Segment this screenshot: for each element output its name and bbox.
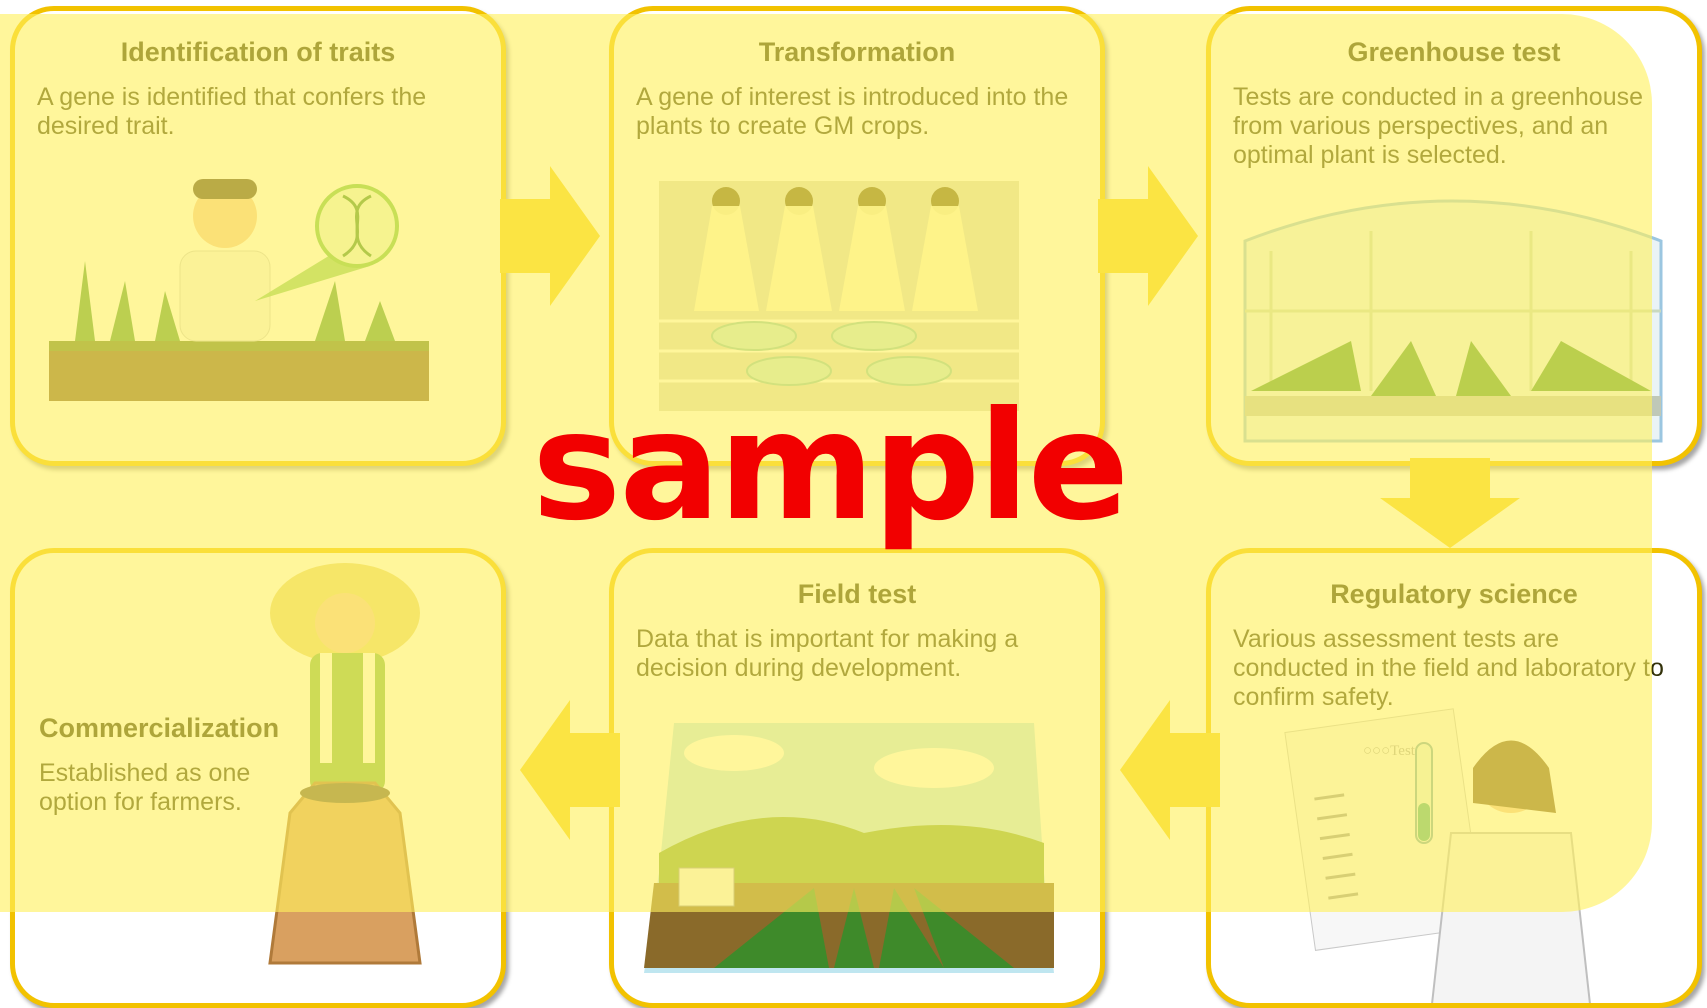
step-title: Greenhouse test — [1347, 37, 1561, 67]
step-title: Transformation — [758, 37, 956, 67]
greenhouse-illustration — [1243, 199, 1663, 443]
step-description: Data that is important for making a deci… — [636, 625, 1019, 682]
step-greenhouse-card: Greenhouse test Tests are conducted in a… — [1206, 6, 1702, 466]
arrow-right-1 — [500, 166, 600, 306]
step-identification-card: Identification of traits A gene is ident… — [10, 6, 506, 466]
scientist-plants-illustration — [49, 179, 429, 401]
step-field-card: Field test Data that is important for ma… — [609, 548, 1105, 1008]
test-document-label: ○○○Test — [1363, 743, 1416, 759]
step-description: A gene is identified that confers the de… — [37, 83, 427, 140]
step-title: Field test — [797, 579, 917, 609]
step-description: Various assessment tests are conducted i… — [1233, 625, 1664, 711]
step-title: Regulatory science — [1330, 579, 1578, 609]
sample-watermark: sample — [532, 380, 1129, 554]
arrow-down — [1380, 458, 1520, 548]
step-regulatory-card: ○○○Test Regulatory science Various asses… — [1206, 548, 1702, 1008]
step-description: A gene of interest is introduced into th… — [636, 83, 1069, 140]
step-commercialization-card: Commercialization Established as one opt… — [10, 548, 506, 1008]
arrow-left-2 — [520, 700, 620, 840]
arrow-left-1 — [1120, 700, 1220, 840]
step-description: Established as one option for farmers. — [39, 759, 251, 816]
step-title: Identification of traits — [120, 37, 396, 67]
step-description: Tests are conducted in a greenhouse from… — [1233, 83, 1643, 169]
scientist-test-illustration: ○○○Test — [1284, 708, 1591, 1003]
step-title: Commercialization — [39, 713, 280, 743]
field-landscape-illustration — [644, 723, 1054, 973]
arrow-right-2 — [1098, 166, 1198, 306]
